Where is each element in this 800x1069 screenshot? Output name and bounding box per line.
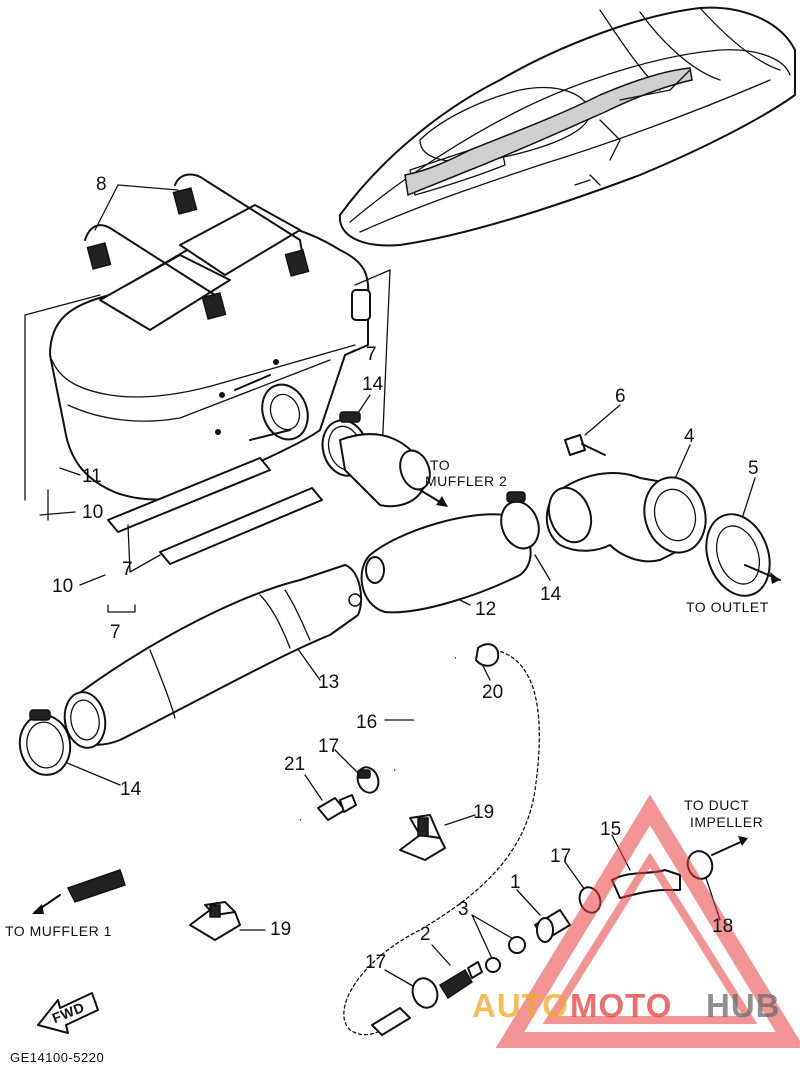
callout-17-right: 17 <box>550 846 571 867</box>
direction-labels: TO MUFFLER 2 TO OUTLET TO DUCT IMPELLER … <box>5 457 769 1065</box>
bracket-19-upper <box>399 814 446 861</box>
fittings-21-17 <box>317 766 380 821</box>
hose-to-muffler-1 <box>32 817 302 914</box>
callout-14-right: 14 <box>540 584 562 605</box>
drawing-code: GE14100-5220 <box>10 1050 104 1065</box>
callout-11: 11 <box>82 466 102 487</box>
watermark-text: AUTO MOTO HUB <box>472 987 781 1024</box>
callout-9: 8 <box>96 174 107 195</box>
hose-12 <box>360 491 540 614</box>
callout-10-lower: 10 <box>52 576 73 597</box>
watercraft-hull-illustration <box>338 6 796 247</box>
watermark-logo <box>495 794 800 1048</box>
callout-14-top: 14 <box>362 374 384 395</box>
callout-numbers: 8 7 14 6 4 5 11 10 7 10 7 12 14 13 20 16… <box>52 174 759 973</box>
fittings-1-2-3 <box>438 909 571 1000</box>
clamp-14-lower <box>18 709 72 776</box>
label-to-muffler-1: TO MUFFLER 1 <box>5 923 112 939</box>
watermark-moto: MOTO <box>570 987 672 1024</box>
watermark-auto: AUTO <box>472 987 569 1024</box>
callout-2: 2 <box>420 924 431 945</box>
callout-12: 12 <box>475 599 496 620</box>
callout-19-lower: 19 <box>270 919 291 940</box>
callout-19-upper: 19 <box>473 802 494 823</box>
callout-16: 16 <box>356 712 377 733</box>
bracket-19-lower <box>189 901 241 941</box>
callout-7-lower: 7 <box>110 622 121 643</box>
outlet-elbow-assembly <box>545 434 781 597</box>
rubber-pads <box>107 457 323 565</box>
callout-18: 18 <box>712 916 733 937</box>
callout-21: 21 <box>284 754 305 775</box>
label-to-outlet: TO OUTLET <box>686 599 769 615</box>
callout-20: 20 <box>482 682 503 703</box>
callout-15: 15 <box>600 819 621 840</box>
water-box-assembly <box>49 173 371 501</box>
watermark-hub: HUB <box>706 987 781 1024</box>
hose-16 <box>393 643 500 773</box>
pipe-13 <box>63 564 363 749</box>
callout-4: 4 <box>684 426 695 447</box>
callout-8: 7 <box>122 559 133 580</box>
callout-14-lower: 14 <box>120 779 142 800</box>
callout-7: 7 <box>366 344 377 365</box>
forward-arrow <box>37 992 99 1034</box>
label-to-muffler-2-line1: TO <box>430 457 450 473</box>
label-to-duct-line1: TO DUCT <box>684 797 749 813</box>
callout-3: 3 <box>458 899 469 920</box>
label-to-duct-line2: IMPELLER <box>690 814 763 830</box>
callout-1: 1 <box>510 872 521 893</box>
callout-17-lower: 17 <box>365 952 386 973</box>
label-to-muffler-2-line2: MUFFLER 2 <box>425 473 507 489</box>
hose-clamps <box>321 411 431 508</box>
callout-17-mid: 17 <box>318 736 339 757</box>
callout-5: 5 <box>748 458 759 479</box>
callout-10-upper: 10 <box>82 502 103 523</box>
callout-13: 13 <box>318 672 339 693</box>
callout-6: 6 <box>615 386 626 407</box>
